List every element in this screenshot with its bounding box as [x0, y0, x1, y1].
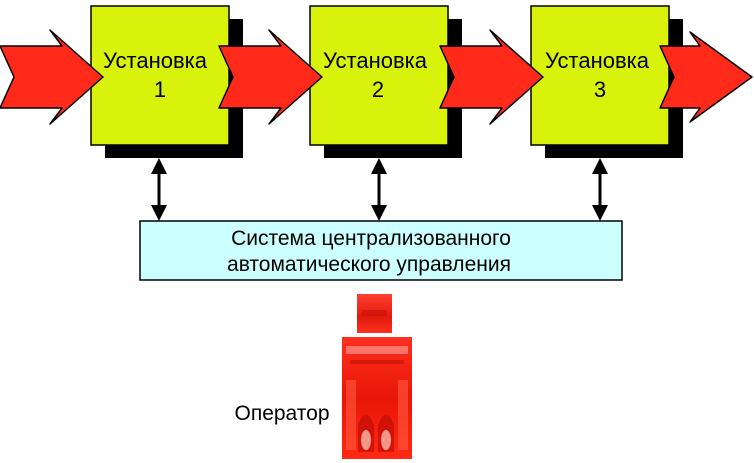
unit-2-number: 2 [372, 77, 384, 102]
unit-1-number: 1 [154, 77, 166, 102]
operator-figure [342, 294, 412, 459]
unit-3-name: Установка [545, 48, 650, 73]
connector-unit-1 [151, 158, 167, 221]
control-system-line2: автоматического управления [227, 253, 511, 276]
flow-arrow-input [0, 29, 104, 125]
unit-2-name: Установка [323, 48, 428, 73]
unit-1-name: Установка [103, 48, 208, 73]
unit-3-number: 3 [594, 77, 606, 102]
connector-unit-2 [371, 158, 387, 221]
unit-2 [309, 5, 462, 158]
unit-1 [90, 5, 243, 158]
flow-arrow-1-2 [218, 29, 323, 125]
control-system: Система централизованного автоматическог… [139, 220, 623, 281]
control-system-box [139, 220, 623, 281]
unit-2-box [309, 5, 449, 146]
unit-3-box [530, 5, 670, 146]
flow-arrow-2-3 [439, 29, 544, 125]
connector-unit-3 [592, 158, 608, 221]
unit-3 [530, 5, 683, 158]
control-system-line1: Система централизованного [231, 227, 511, 250]
unit-1-box [90, 5, 230, 146]
flow-arrow-output [659, 31, 753, 123]
operator-label: Оператор [234, 402, 329, 425]
